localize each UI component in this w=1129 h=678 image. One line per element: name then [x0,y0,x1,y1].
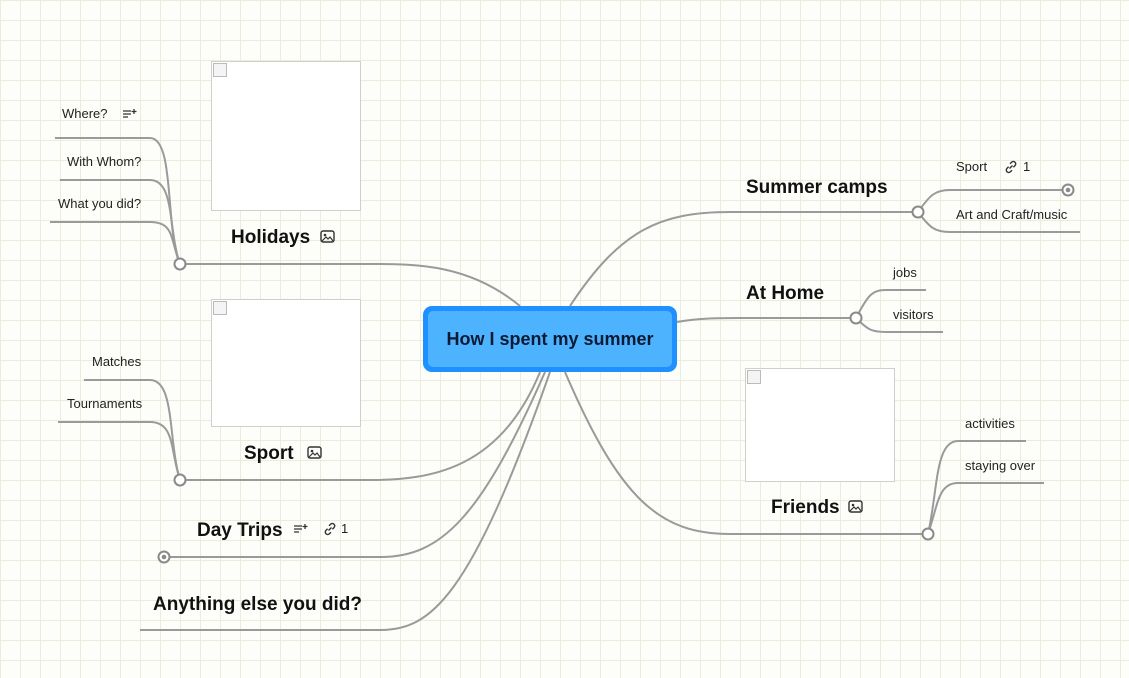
notes-icon[interactable] [122,108,137,120]
sport-child-matches[interactable]: Matches [92,354,142,369]
holidays-topic[interactable]: Holidays [231,227,311,248]
summer-camps-topic[interactable]: Summer camps [746,177,888,198]
image-icon[interactable] [320,230,335,243]
image-icon[interactable] [307,446,322,459]
central-topic[interactable]: How I spent my summer [423,306,677,372]
image-icon[interactable] [848,500,863,513]
friends-topic[interactable]: Friends [771,497,840,518]
at-home-child-visitors[interactable]: visitors [893,307,934,322]
holidays-child-where[interactable]: Where? [62,106,108,121]
broken-image-icon [213,301,227,315]
sport-topic[interactable]: Sport [244,443,294,464]
holidays-child-with-whom[interactable]: With Whom? [67,154,142,169]
at-home-child-jobs[interactable]: jobs [893,265,917,280]
summer-camps-child-sport[interactable]: Sport [956,159,988,174]
friends-child-activities[interactable]: activities [965,416,1015,431]
holidays-child-what-you-did[interactable]: What you did? [58,196,142,211]
link-icon[interactable] [323,522,337,536]
summer-camps-sport-link-count: 1 [1023,159,1031,174]
day-trips-link-count: 1 [341,521,349,536]
broken-image-icon [747,370,761,384]
broken-image-icon [213,63,227,77]
day-trips-topic[interactable]: Day Trips [197,520,283,541]
holidays-image[interactable] [211,61,361,211]
at-home-topic[interactable]: At Home [746,283,825,304]
anything-else-topic[interactable]: Anything else you did? [153,594,363,615]
notes-icon[interactable] [293,523,308,535]
central-topic-label: How I spent my summer [428,311,672,367]
link-icon[interactable] [1004,160,1018,174]
sport-image[interactable] [211,299,361,427]
friends-child-staying-over[interactable]: staying over [965,458,1036,473]
sport-child-tournaments[interactable]: Tournaments [67,396,143,411]
summer-camps-child-art[interactable]: Art and Craft/music [956,207,1068,222]
friends-image[interactable] [745,368,895,482]
